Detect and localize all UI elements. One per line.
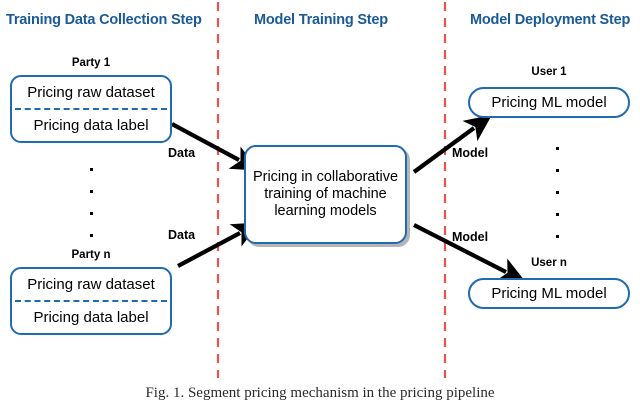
user-n-caption: User n: [531, 257, 567, 269]
party-ellipsis-dots: [90, 168, 93, 256]
ellipsis-dot: [556, 191, 559, 194]
edge-label-model-bottom: Model: [452, 230, 489, 244]
column-heading-training-data-collection: Training Data Collection Step: [6, 12, 202, 28]
model-training-box[interactable]: Pricing in collaborative training of mac…: [244, 145, 407, 244]
user-ellipsis-dots: [556, 147, 559, 257]
arrow-party1-to-center: [171, 122, 259, 171]
user-1-caption: User 1: [531, 66, 567, 78]
user-n-model-box[interactable]: Pricing ML model: [468, 278, 630, 309]
arrow-partyn-to-center: [177, 222, 260, 268]
party-n-box[interactable]: Pricing raw dataset Pricing data label: [10, 267, 172, 335]
party-1-dashed-divider: [15, 108, 167, 110]
ellipsis-dot: [90, 168, 93, 171]
party-n-data-label-row: Pricing data label: [33, 309, 149, 326]
party-n-caption: Party n: [71, 249, 111, 261]
party-1-caption: Party 1: [71, 57, 111, 69]
edge-label-model-top: Model: [452, 146, 489, 160]
ellipsis-dot: [90, 234, 93, 237]
party-n-dashed-divider: [15, 300, 167, 302]
arrow-center-to-user1: [412, 114, 492, 174]
ellipsis-dot: [90, 212, 93, 215]
party-n-raw-dataset-row: Pricing raw dataset: [27, 276, 155, 293]
party-1-box[interactable]: Pricing raw dataset Pricing data label: [10, 75, 172, 143]
ellipsis-dot: [556, 235, 559, 238]
ellipsis-dot: [556, 213, 559, 216]
column-heading-model-deployment: Model Deployment Step: [470, 12, 631, 28]
ellipsis-dot: [556, 147, 559, 150]
party-1-data-label-row: Pricing data label: [33, 117, 149, 134]
edge-label-data-top: Data: [168, 146, 196, 160]
ellipsis-dot: [556, 169, 559, 172]
user-1-model-box[interactable]: Pricing ML model: [468, 87, 630, 118]
ellipsis-dot: [90, 190, 93, 193]
column-heading-model-training: Model Training Step: [254, 12, 388, 28]
edge-label-data-bottom: Data: [168, 228, 196, 242]
arrow-center-to-usern: [413, 223, 526, 283]
party-1-raw-dataset-row: Pricing raw dataset: [27, 84, 155, 101]
figure-caption: Fig. 1. Segment pricing mechanism in the…: [145, 385, 495, 400]
